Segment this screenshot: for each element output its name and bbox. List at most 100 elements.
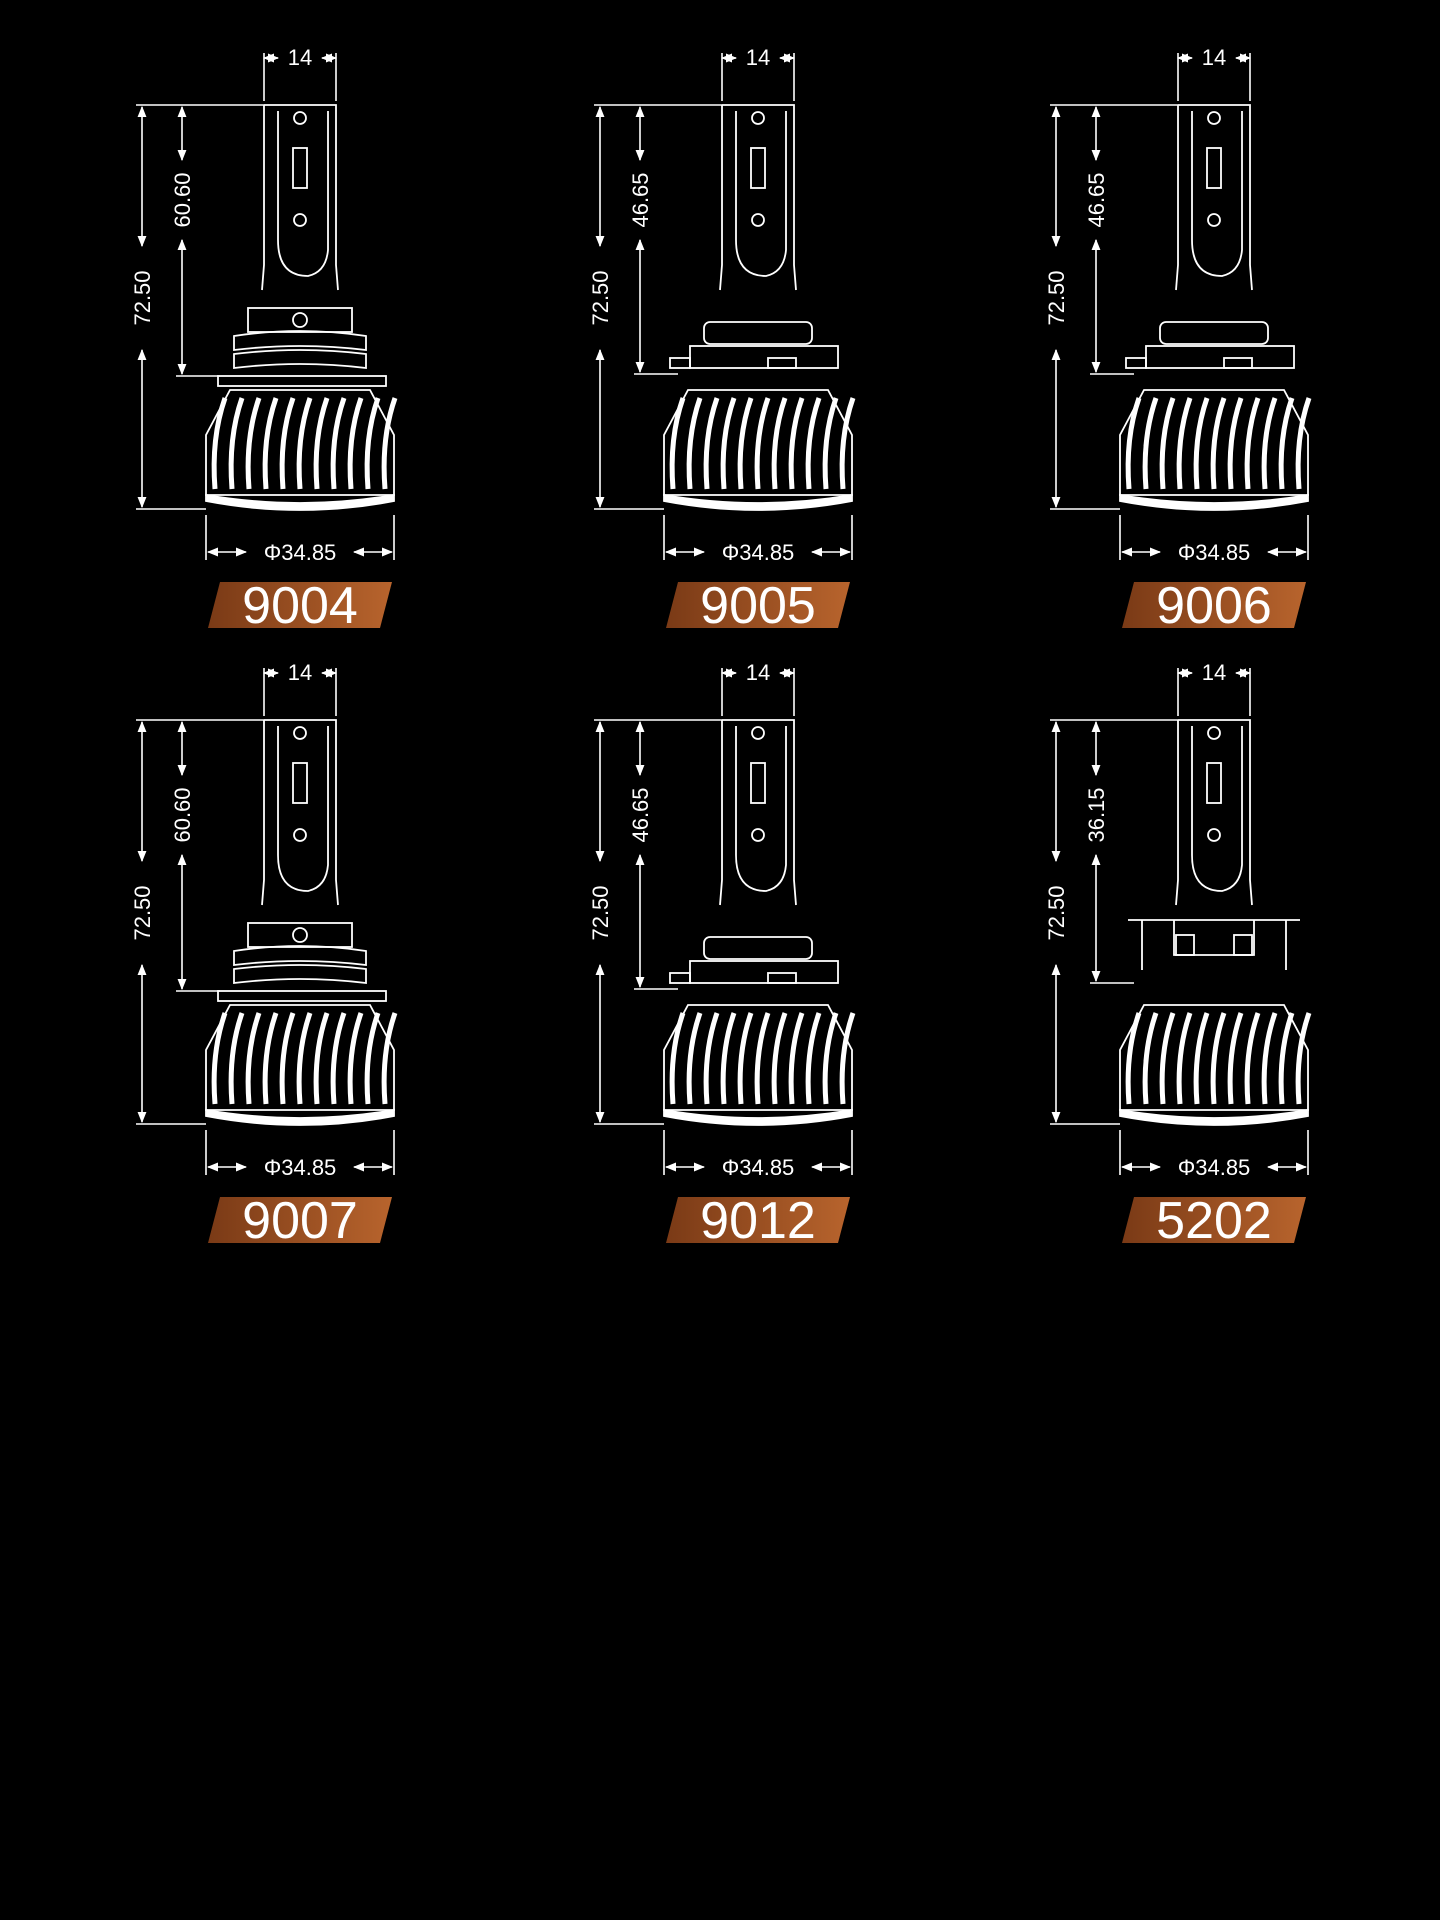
led-dot — [1207, 111, 1221, 125]
led-chip — [1206, 147, 1222, 189]
fin — [669, 1012, 686, 1105]
socket-collar — [1159, 321, 1269, 345]
fin — [313, 1012, 330, 1105]
pipe-inner — [1191, 111, 1243, 277]
led-chip — [292, 147, 308, 189]
heat-pipe — [719, 104, 797, 291]
bulb-outline — [1119, 719, 1312, 1126]
model-label: 9012 — [700, 1192, 816, 1250]
flange-key — [1223, 357, 1253, 369]
led-dot — [751, 828, 765, 842]
fin — [296, 1012, 313, 1105]
fin — [1176, 397, 1193, 490]
heat-sink-fins — [669, 397, 856, 490]
model-badge — [1122, 582, 1306, 628]
fin — [686, 1012, 703, 1105]
flange-plate — [217, 375, 387, 387]
width-top-label: 14 — [288, 45, 312, 70]
dimension-lines — [1050, 53, 1309, 560]
led-chip — [750, 147, 766, 189]
fin — [228, 1012, 245, 1105]
inner-height-label: 36.15 — [1084, 787, 1109, 842]
model-label: 9005 — [700, 577, 816, 635]
fin — [822, 397, 839, 490]
width-top-label: 14 — [1202, 660, 1226, 685]
model-badge — [208, 1197, 392, 1243]
model-badge — [208, 582, 392, 628]
inner-height-label: 46.65 — [628, 172, 653, 227]
inner-height-label: 60.60 — [170, 172, 195, 227]
total-height-label: 72.50 — [1044, 885, 1069, 940]
heat-sink-base — [663, 493, 853, 511]
socket-collar — [703, 321, 813, 345]
flange-plate — [217, 990, 387, 1002]
width-top-label: 14 — [1202, 45, 1226, 70]
fin — [1295, 1012, 1312, 1105]
width-top-label: 14 — [746, 45, 770, 70]
twist-cap — [247, 922, 353, 948]
cap-hole — [292, 312, 308, 328]
fin — [839, 397, 856, 490]
led-dot — [1207, 726, 1221, 740]
fin — [347, 397, 364, 490]
fin — [245, 397, 262, 490]
led-dot — [293, 726, 307, 740]
fin — [1244, 1012, 1261, 1105]
flange-key — [767, 972, 797, 984]
led-dot — [293, 111, 307, 125]
dimension-lines — [594, 53, 853, 560]
diameter-label: Φ34.85 — [264, 1155, 337, 1180]
h16-socket — [1128, 919, 1300, 970]
dimension-lines — [136, 53, 395, 560]
flange-plate — [689, 960, 839, 984]
model-label: 9006 — [1156, 577, 1272, 635]
fin — [703, 397, 720, 490]
model-badge — [666, 1197, 850, 1243]
led-dot — [1207, 828, 1221, 842]
inner-height-label: 46.65 — [628, 787, 653, 842]
fin — [296, 397, 313, 490]
flange-tab — [1125, 357, 1147, 369]
heat-sink-fins — [669, 1012, 856, 1105]
fin — [245, 1012, 262, 1105]
led-dot — [293, 213, 307, 227]
fin — [1261, 397, 1278, 490]
model-label: 5202 — [1156, 1192, 1272, 1250]
led-chip — [750, 762, 766, 804]
heat-sink-fins — [211, 397, 398, 490]
fin — [788, 1012, 805, 1105]
total-height-label: 72.50 — [588, 270, 613, 325]
heat-sink-fins — [1125, 397, 1312, 490]
fin — [1125, 397, 1142, 490]
fin — [720, 1012, 737, 1105]
fin — [703, 1012, 720, 1105]
seal-rings — [233, 945, 367, 985]
fin — [279, 1012, 296, 1105]
dimension-lines — [136, 668, 395, 1175]
flange-tab — [669, 357, 691, 369]
fin — [788, 397, 805, 490]
total-height-label: 72.50 — [1044, 270, 1069, 325]
fin — [1159, 1012, 1176, 1105]
total-height-label: 72.50 — [130, 885, 155, 940]
twist-cap — [247, 307, 353, 333]
fin — [347, 1012, 364, 1105]
flange-tab — [669, 972, 691, 984]
heat-sink-fins — [1125, 1012, 1312, 1105]
fin — [754, 1012, 771, 1105]
diameter-label: Φ34.85 — [1178, 540, 1251, 565]
dimension-lines — [594, 668, 853, 1175]
led-chip — [292, 762, 308, 804]
fin — [1193, 1012, 1210, 1105]
bulb-outline — [1119, 104, 1312, 511]
fin — [1159, 397, 1176, 490]
model-label: 9004 — [242, 577, 358, 635]
model-label: 9007 — [242, 1192, 358, 1250]
h16-clip — [1233, 934, 1253, 956]
heat-sink-base — [1119, 1108, 1309, 1126]
fin — [211, 1012, 228, 1105]
fin — [364, 1012, 381, 1105]
